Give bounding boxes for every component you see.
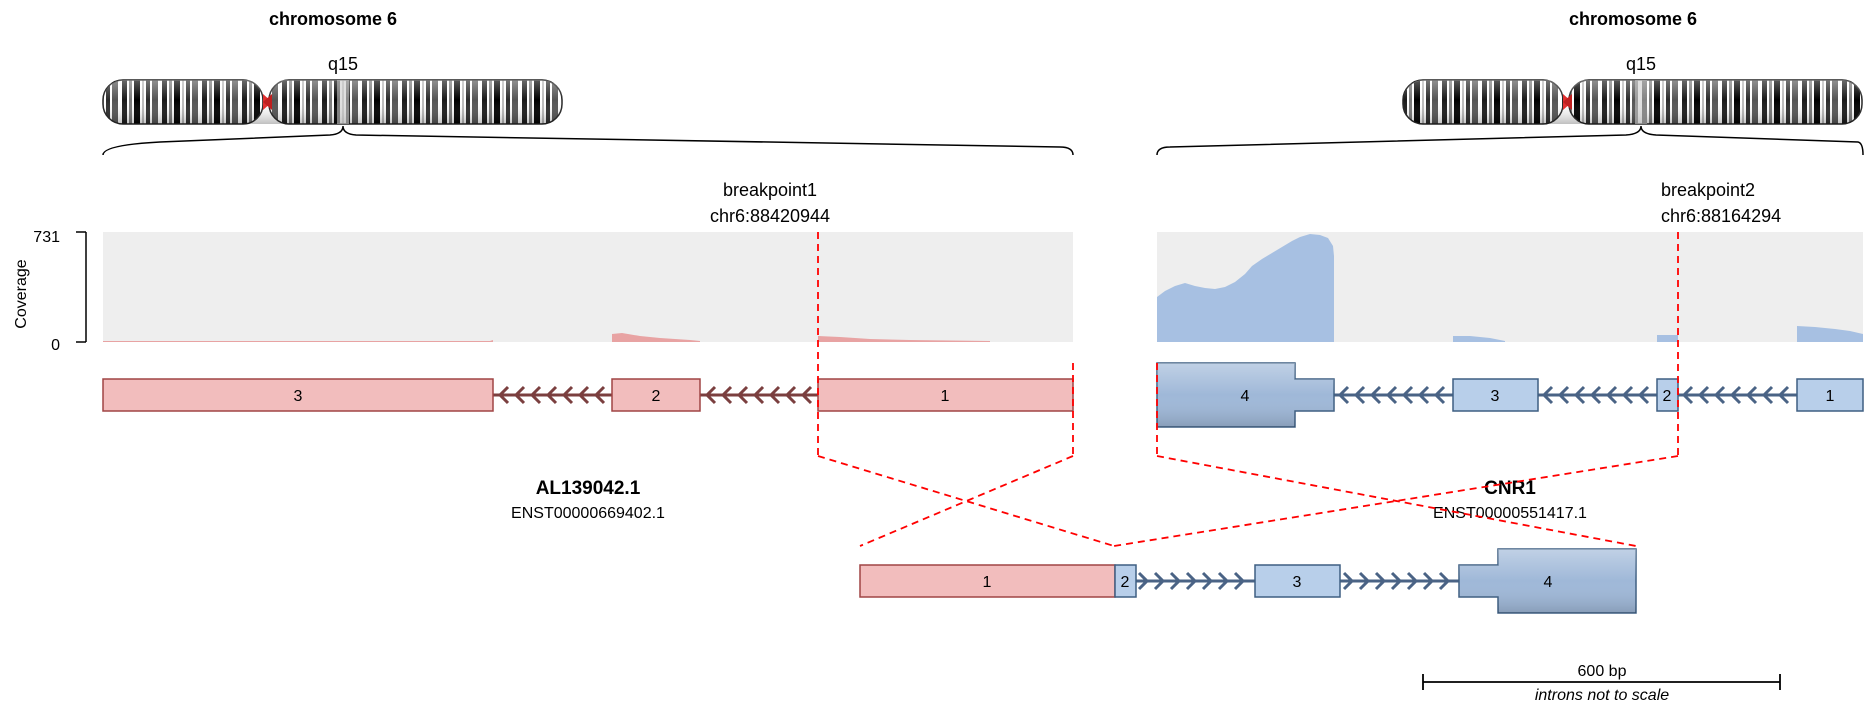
left-chromosome-panel: chromosome 6 q15 [102,9,1074,156]
right-exon-4-label: 4 [1241,388,1250,405]
right-exon-3-label: 3 [1491,388,1500,405]
left-coverage-area [103,340,493,342]
left-exon-2-label: 2 [652,388,661,405]
left-transcript-id: ENST00000669402.1 [511,505,665,522]
left-intron-arrows [497,385,813,405]
right-coverage-track [1157,232,1863,342]
right-coverage-area [1157,234,1334,342]
fusion-exon-2-label: 2 [1121,574,1130,591]
coverage-axis-label: Coverage [13,259,30,328]
fusion-exon-4-label: 4 [1544,574,1553,591]
breakpoint1-name: breakpoint1 [723,180,817,200]
right-transcript-id: ENST00000551417.1 [1433,505,1587,522]
left-exon-3 [102,378,494,412]
right-gene-model: 4 3 2 1 CNR1 ENST00000551417.1 [1156,362,1864,522]
left-exon-3-label: 3 [294,388,303,405]
fusion-exon-3-label: 3 [1293,574,1302,591]
fusion-exon-3 [1254,564,1341,598]
scale-bar: 600 bp introns not to scale [1422,663,1781,704]
right-band-label: q15 [1626,54,1656,74]
coverage-min-label: 0 [51,337,60,354]
right-gene-name: CNR1 [1484,478,1536,499]
breakpoint2-position: chr6:88164294 [1661,206,1781,226]
left-band-label: q15 [328,54,358,74]
right-zoom-bracket [1156,125,1864,156]
right-exon-2-label: 2 [1663,388,1672,405]
right-chromosome-ideogram [1402,79,1863,125]
left-coverage-track [103,232,1073,342]
coverage-axis: 731 0 Coverage [13,229,87,354]
left-gene-model: 3 2 1 AL139042.1 ENST00000669402.1 [102,378,1074,522]
left-exon-1-label: 1 [941,388,950,405]
left-zoom-bracket [102,125,1074,156]
right-band-highlight [1635,80,1647,124]
left-gene-name: AL139042.1 [536,478,641,499]
right-exon-1 [1796,378,1864,412]
breakpoint-lines [817,232,1679,547]
right-exon-1-label: 1 [1826,388,1835,405]
coverage-max-label: 731 [33,229,60,246]
left-chromosome-ideogram [102,79,563,125]
fusion-intron-arrows [1137,571,1451,591]
breakpoint2-name: breakpoint2 [1661,180,1755,200]
fusion-exon-2 [1114,564,1137,598]
breakpoint1-position: chr6:88420944 [710,206,830,226]
right-chromosome-title: chromosome 6 [1569,9,1697,29]
left-chromosome-title: chromosome 6 [269,9,397,29]
scale-bar-note: introns not to scale [1535,687,1669,704]
fusion-transcript: 1 2 3 4 [859,548,1637,614]
right-exon-3 [1452,378,1539,412]
fusion-exon-1 [859,564,1116,598]
fusion-exon-1-label: 1 [983,574,992,591]
left-band-highlight [337,80,349,124]
right-chromosome-panel: chromosome 6 q15 [1156,9,1864,156]
scale-bar-label: 600 bp [1578,663,1627,680]
right-intron-arrows [1337,385,1790,405]
left-exon-2 [611,378,701,412]
